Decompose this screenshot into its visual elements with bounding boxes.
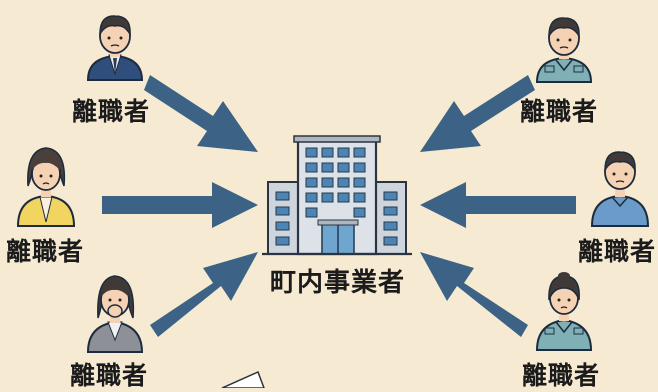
person-icon-teal-work-shirt xyxy=(535,17,593,83)
person-icon-navy-suit xyxy=(86,15,144,81)
person-label: 離職者 xyxy=(522,361,601,390)
paper-icon xyxy=(221,370,265,388)
person-label: 離職者 xyxy=(520,97,599,126)
arrow-top-left xyxy=(144,75,258,152)
person-label: 離職者 xyxy=(6,237,85,266)
office-building-icon xyxy=(262,135,412,256)
person-icon-yellow-cardigan xyxy=(16,147,76,227)
person-icon-teal-work-shirt-female xyxy=(535,272,593,351)
person-label: 離職者 xyxy=(72,97,151,126)
arrow-mid-left xyxy=(102,182,258,228)
arrow-bottom-right xyxy=(420,252,528,337)
person-icon-blue-polo xyxy=(590,151,650,227)
person-label: 離職者 xyxy=(70,361,149,390)
center-label: 町内事業者 xyxy=(270,268,406,298)
person-label: 離職者 xyxy=(578,237,657,266)
person-icon-worried-blazer xyxy=(86,275,144,353)
arrow-top-right xyxy=(420,75,535,152)
arrow-bottom-left xyxy=(150,252,258,337)
arrow-mid-right xyxy=(420,182,576,228)
